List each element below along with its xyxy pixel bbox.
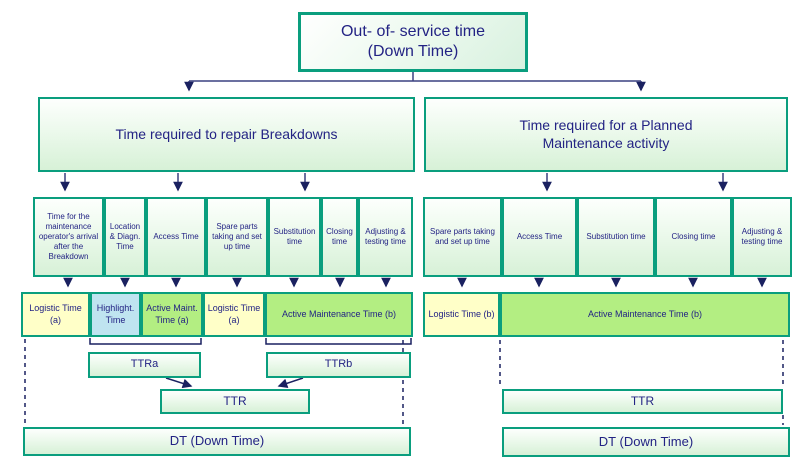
phase-adjusting-right: Adjusting & testing time [732,197,792,277]
dt-label: DT (Down Time) [598,433,694,449]
phase-access-time-right: Access Time [502,197,577,277]
bar-logistic-time-b: Logistic Time (b) [423,292,500,337]
dt-label: DT (Down Time) [169,433,265,449]
bar-label: Highlight. Time [96,303,135,325]
phase-label: Time for the maintenance operator's arri… [38,212,99,261]
out-of-service-time-label: Out- of- service time (Down Time) [340,23,486,60]
phase-label: Closing time [671,232,716,241]
dt-box-left: DT (Down Time) [23,427,411,456]
ttr-label: TTR [223,394,247,408]
bar-label: Active Maintenance Time (b) [587,308,703,319]
bar-label: Active Maint. Time (a) [146,303,198,325]
bar-label: Logistic Time (a) [29,303,82,325]
bar-active-maint-time-a: Active Maint. Time (a) [141,292,203,337]
phase-closing-left: Closing time [321,197,358,277]
ttrb-box: TTRb [266,352,411,378]
planned-branch-header: Time required for a Planned Maintenance … [424,97,788,172]
phase-label: Location & Diagn. Time [109,222,141,251]
phase-label: Closing time [326,227,353,246]
ttra-label: TTRa [130,358,159,371]
phase-label: Substitution time [273,227,316,246]
dt-box-right: DT (Down Time) [502,427,790,457]
phase-label: Adjusting & testing time [365,227,406,246]
ttr-box-right: TTR [502,389,783,414]
bar-active-maint-time-b-right: Active Maintenance Time (b) [500,292,790,337]
ttr-label: TTR [630,394,655,408]
planned-branch-label: Time required for a Planned Maintenance … [519,117,693,151]
phase-access-time-left: Access Time [146,197,206,277]
bar-label: Logistic Time (b) [428,308,495,319]
bar-label: Logistic Time (a) [207,303,261,325]
phase-substitution-right: Substitution time [577,197,655,277]
breakdown-branch-label: Time required to repair Breakdowns [115,125,338,142]
phase-location-diagnosis: Location & Diagn. Time [104,197,146,277]
bar-active-maint-time-b-left: Active Maintenance Time (b) [265,292,413,337]
ttra-box: TTRa [88,352,201,378]
bar-logistic-time-a2: Logistic Time (a) [203,292,265,337]
phase-spare-parts-left: Spare parts taking and set up time [206,197,268,277]
bar-highlight-time: Highlight. Time [90,292,141,337]
phase-label: Access Time [516,232,563,241]
bar-label: Active Maintenance Time (b) [281,308,397,319]
phase-substitution-left: Substitution time [268,197,321,277]
phase-label: Spare parts taking and set up time [430,227,495,246]
ttrb-label: TTRb [324,358,353,371]
phase-closing-right: Closing time [655,197,732,277]
ttr-box-left: TTR [160,389,310,414]
phase-label: Substitution time [586,232,646,241]
phase-label: Adjusting & testing time [741,227,783,246]
phase-operator-arrival: Time for the maintenance operator's arri… [33,197,104,277]
phase-spare-parts-right: Spare parts taking and set up time [423,197,502,277]
phase-adjusting-left: Adjusting & testing time [358,197,413,277]
breakdown-branch-header: Time required to repair Breakdowns [38,97,415,172]
phase-label: Spare parts taking and set up time [212,222,262,251]
bar-logistic-time-a1: Logistic Time (a) [21,292,90,337]
phase-label: Access Time [153,232,199,241]
out-of-service-time-box: Out- of- service time (Down Time) [298,12,528,72]
